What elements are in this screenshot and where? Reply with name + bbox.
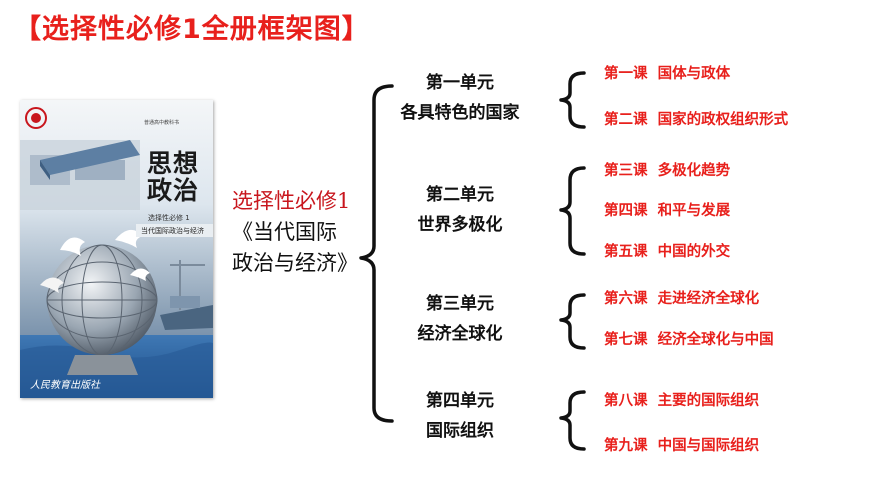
- unit4-bracket: [559, 390, 586, 451]
- unit-2-name: 世界多极化: [417, 215, 503, 235]
- lesson-name: 多极化趋势: [657, 163, 731, 179]
- unit-3-name: 经济全球化: [417, 324, 503, 344]
- cover-series: 普通高中教科书: [144, 120, 180, 126]
- lesson-number: 第四课: [604, 203, 648, 219]
- book-cover-image: 普通高中教科书 思想 政治 选择性必修 1 当代国际政治与经济 人民教育出版社: [20, 100, 213, 398]
- cover-subtitle-band: [136, 224, 213, 237]
- unit-4-name: 国际组织: [426, 421, 494, 441]
- unit3-bracket: [559, 293, 586, 350]
- lesson-number: 第九课: [604, 438, 648, 454]
- unit-2: 第二单元 世界多极化: [378, 180, 542, 240]
- lesson-1: 第一课 国体与政体: [604, 64, 730, 84]
- lesson-name: 走进经济全球化: [657, 291, 760, 307]
- lesson-name: 国体与政体: [657, 66, 731, 82]
- main-bracket: [359, 84, 394, 423]
- lesson-5: 第五课 中国的外交: [604, 242, 730, 262]
- lesson-2: 第二课 国家的政权组织形式: [604, 110, 788, 130]
- lesson-name: 中国的外交: [657, 244, 731, 260]
- unit-3-number: 第三单元: [426, 294, 494, 314]
- lesson-number: 第三课: [604, 163, 648, 179]
- lesson-name: 国家的政权组织形式: [657, 112, 789, 128]
- lesson-8: 第八课 主要的国际组织: [604, 391, 759, 411]
- cover-title: 思想 政治: [147, 150, 199, 204]
- cover-volume: 选择性必修 1: [148, 214, 190, 222]
- book-label: 选择性必修1 《当代国际政治与经济》: [232, 186, 358, 279]
- unit2-bracket: [559, 166, 586, 256]
- unit-3: 第三单元 经济全球化: [378, 289, 542, 349]
- lesson-number: 第六课: [604, 291, 648, 307]
- page-title: 【选择性必修1全册框架图】: [14, 14, 370, 45]
- lesson-number: 第五课: [604, 244, 648, 260]
- cover-subtitle: 当代国际政治与经济: [141, 227, 204, 235]
- unit-1: 第一单元 各具特色的国家: [378, 68, 542, 128]
- lesson-number: 第七课: [604, 332, 648, 348]
- unit-1-number: 第一单元: [426, 73, 494, 93]
- lesson-number: 第二课: [604, 112, 648, 128]
- cover-publisher: 人民教育出版社: [30, 380, 100, 391]
- lesson-number: 第八课: [604, 393, 648, 409]
- lesson-9: 第九课 中国与国际组织: [604, 436, 759, 456]
- book-label-name: 《当代国际政治与经济》: [232, 220, 358, 275]
- cover-title-line1: 思想: [147, 149, 200, 178]
- lesson-name: 主要的国际组织: [657, 393, 760, 409]
- book-label-volume: 选择性必修1: [232, 189, 351, 213]
- cover-title-line2: 政治: [147, 176, 200, 205]
- lesson-4: 第四课 和平与发展: [604, 201, 730, 221]
- unit-4-number: 第四单元: [426, 391, 494, 411]
- lesson-number: 第一课: [604, 66, 648, 82]
- unit-4: 第四单元 国际组织: [378, 386, 542, 446]
- lesson-name: 经济全球化与中国: [657, 332, 774, 348]
- lesson-name: 中国与国际组织: [657, 438, 760, 454]
- unit1-bracket: [559, 71, 586, 129]
- lesson-name: 和平与发展: [657, 203, 731, 219]
- lesson-7: 第七课 经济全球化与中国: [604, 330, 774, 350]
- unit-2-number: 第二单元: [426, 185, 494, 205]
- lesson-3: 第三课 多极化趋势: [604, 161, 730, 181]
- unit-1-name: 各具特色的国家: [400, 103, 520, 123]
- lesson-6: 第六课 走进经济全球化: [604, 289, 759, 309]
